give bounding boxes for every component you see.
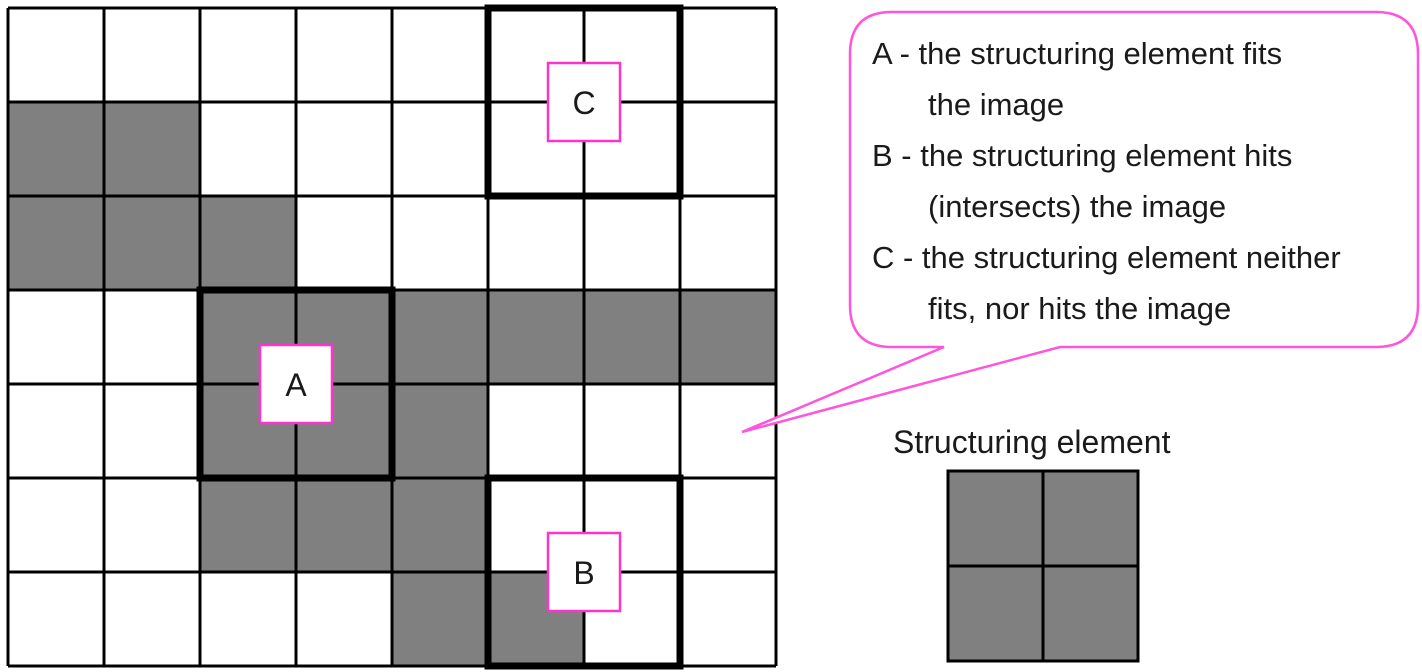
probe-outline xyxy=(196,286,396,482)
structuring-element-pixel xyxy=(1041,469,1140,568)
probe-label: A xyxy=(285,367,307,403)
background-pixel xyxy=(488,196,584,290)
background-pixel xyxy=(296,8,392,102)
background-pixel xyxy=(200,572,296,666)
background-pixel xyxy=(8,290,104,384)
foreground-pixel xyxy=(392,478,488,572)
background-pixel xyxy=(8,8,104,102)
structuring-element-title: Structuring element xyxy=(893,424,1171,460)
probe-label: C xyxy=(572,85,595,121)
foreground-pixel xyxy=(200,478,296,572)
structuring-element-pixel xyxy=(946,564,1045,663)
background-pixel xyxy=(392,8,488,102)
background-pixel xyxy=(680,8,776,102)
foreground-pixel xyxy=(296,478,392,572)
background-pixel xyxy=(8,478,104,572)
background-pixel xyxy=(104,572,200,666)
background-pixel xyxy=(392,196,488,290)
foreground-pixel xyxy=(392,290,488,384)
background-pixel xyxy=(680,384,776,478)
callout-line-b-cont: (intersects) the image xyxy=(928,189,1227,224)
structuring-element-pixel xyxy=(1041,564,1140,663)
probe-label: B xyxy=(573,555,594,591)
structuring-element-grid xyxy=(946,469,1140,663)
background-pixel xyxy=(296,196,392,290)
background-pixel xyxy=(680,572,776,666)
foreground-pixel xyxy=(680,290,776,384)
callout-bubble xyxy=(741,10,1420,434)
foreground-pixel xyxy=(104,102,200,196)
probe-c: C xyxy=(484,4,684,200)
callout-line-a-cont: the image xyxy=(928,87,1065,122)
probe-label-box xyxy=(258,343,334,425)
background-pixel xyxy=(392,102,488,196)
probe-label-box xyxy=(546,61,622,143)
background-pixel xyxy=(104,290,200,384)
callout-line-b: B - the structuring element hits xyxy=(872,138,1293,173)
callout-line-a: A - the structuring element fits xyxy=(872,36,1283,71)
background-pixel xyxy=(104,384,200,478)
background-pixel xyxy=(104,478,200,572)
foreground-pixel xyxy=(584,290,680,384)
foreground-pixel xyxy=(8,196,104,290)
background-pixel xyxy=(680,196,776,290)
probe-b: B xyxy=(484,474,684,670)
background-pixel xyxy=(680,478,776,572)
background-pixel xyxy=(584,384,680,478)
foreground-pixel xyxy=(392,572,488,666)
callout-line-c-cont: fits, nor hits the image xyxy=(928,291,1232,326)
background-pixel xyxy=(296,102,392,196)
foreground-pixel xyxy=(200,196,296,290)
callout-line-c: C - the structuring element neither xyxy=(872,240,1341,275)
callout-text: A - the structuring element fits the ima… xyxy=(872,28,1422,334)
foreground-pixel xyxy=(392,384,488,478)
background-pixel xyxy=(296,572,392,666)
background-pixel xyxy=(680,102,776,196)
probe-a: A xyxy=(196,286,396,482)
probe-outline xyxy=(484,4,684,200)
background-pixel xyxy=(584,196,680,290)
probe-layer: A B C xyxy=(196,4,684,670)
foreground-pixel xyxy=(104,196,200,290)
probe-label-box xyxy=(546,531,622,613)
foreground-pixel xyxy=(488,290,584,384)
foreground-pixel xyxy=(8,102,104,196)
background-pixel xyxy=(488,384,584,478)
background-pixel xyxy=(200,102,296,196)
probe-outline xyxy=(484,474,684,670)
structuring-element-pixel xyxy=(946,469,1045,568)
background-pixel xyxy=(104,8,200,102)
callout-bubble-outline xyxy=(741,10,1420,434)
background-pixel xyxy=(8,384,104,478)
background-pixel xyxy=(8,572,104,666)
background-pixel xyxy=(200,8,296,102)
